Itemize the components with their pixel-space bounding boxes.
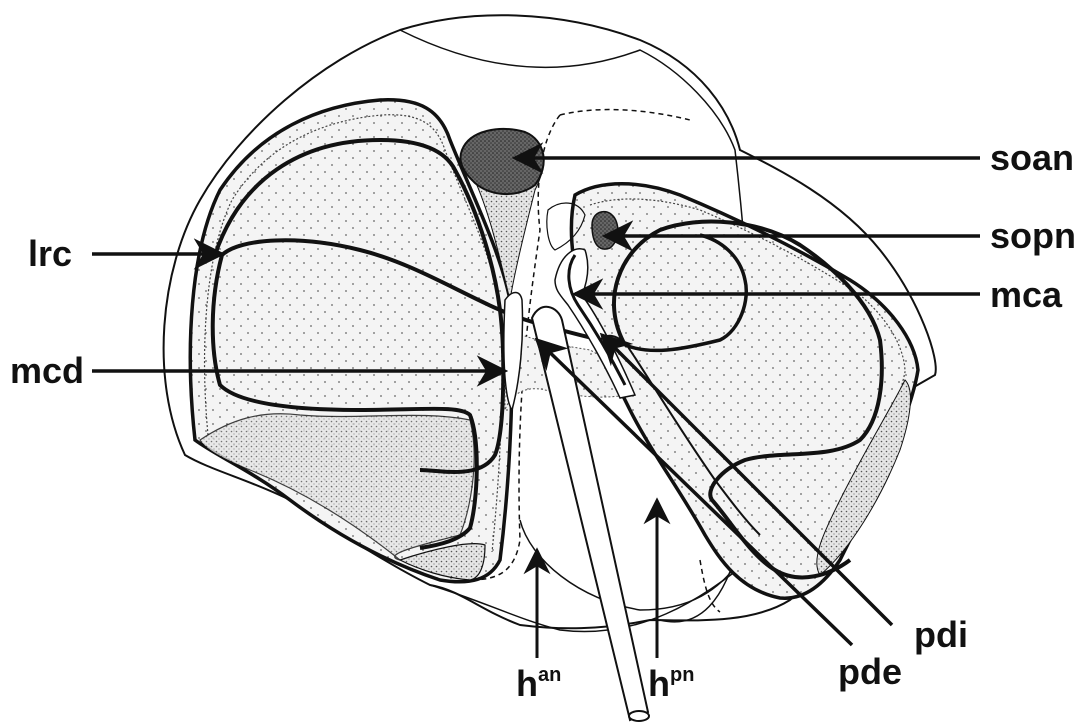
- label-han-sup: an: [538, 664, 562, 686]
- mca-hook-upper: [546, 202, 586, 251]
- lrc-loop: [213, 137, 506, 474]
- label-lrc: lrc: [28, 233, 73, 274]
- label-pdi: pdi: [914, 614, 968, 655]
- left-lower-wedge: [199, 413, 475, 561]
- label-han-base: h: [516, 663, 538, 704]
- label-mca: mca: [990, 274, 1063, 315]
- label-mcd: mcd: [10, 350, 85, 391]
- label-han: han: [516, 663, 562, 704]
- pde-arrow: [534, 337, 854, 647]
- right-inner-loop: [624, 233, 748, 353]
- label-hpn: hpn: [648, 663, 695, 704]
- sopn-mass: [591, 210, 619, 250]
- soan-mass: [459, 128, 545, 196]
- label-pde: pde: [838, 651, 903, 692]
- long-rod: [530, 306, 650, 722]
- label-sopn: sopn: [990, 215, 1076, 256]
- mcd-structure: [503, 291, 524, 412]
- basal-outline: [429, 559, 751, 633]
- label-hpn-base: h: [648, 663, 670, 704]
- label-soan: soan: [990, 137, 1075, 178]
- label-hpn-sup: pn: [670, 664, 695, 686]
- left-capsule-inner-line: [203, 114, 503, 553]
- left-lower-corner: [398, 543, 486, 581]
- central-dashed: [469, 108, 691, 581]
- pdi-arrow: [599, 332, 894, 627]
